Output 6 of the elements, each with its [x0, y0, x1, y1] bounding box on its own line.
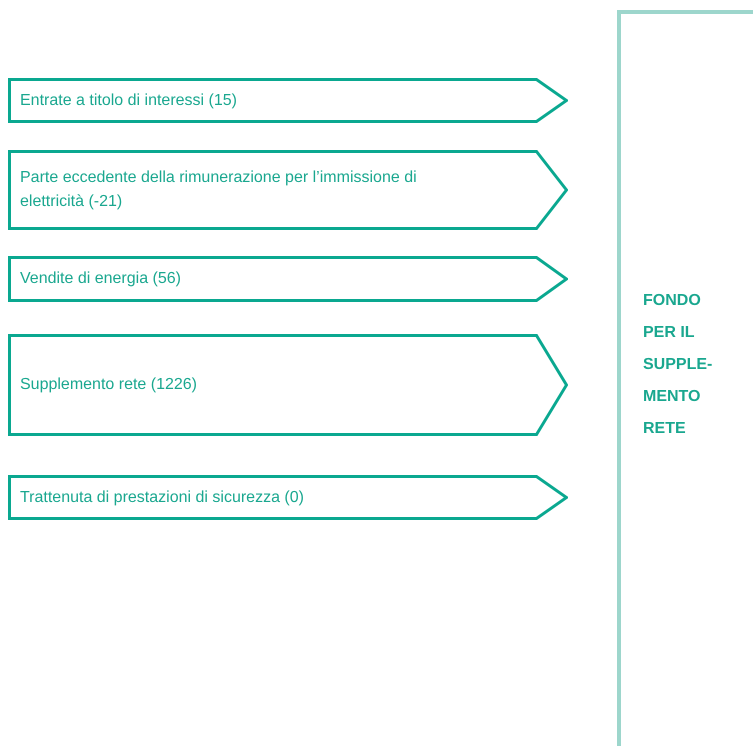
flow-label: Trattenuta di prestazioni di sicurezza (0) — [20, 488, 305, 508]
flow-label: Vendite di energia (56) — [20, 269, 182, 289]
flow-label: Supplemento rete (1226) — [20, 375, 198, 395]
flow-label: Entrate a titolo di interessi (15) — [20, 90, 238, 110]
fund-title: FONDO PER IL SUPPLE- MENTO RETE — [643, 291, 714, 439]
flow-label: Parte eccedente della rimunerazione per l’immissione di elettricità (-21) — [20, 168, 418, 212]
